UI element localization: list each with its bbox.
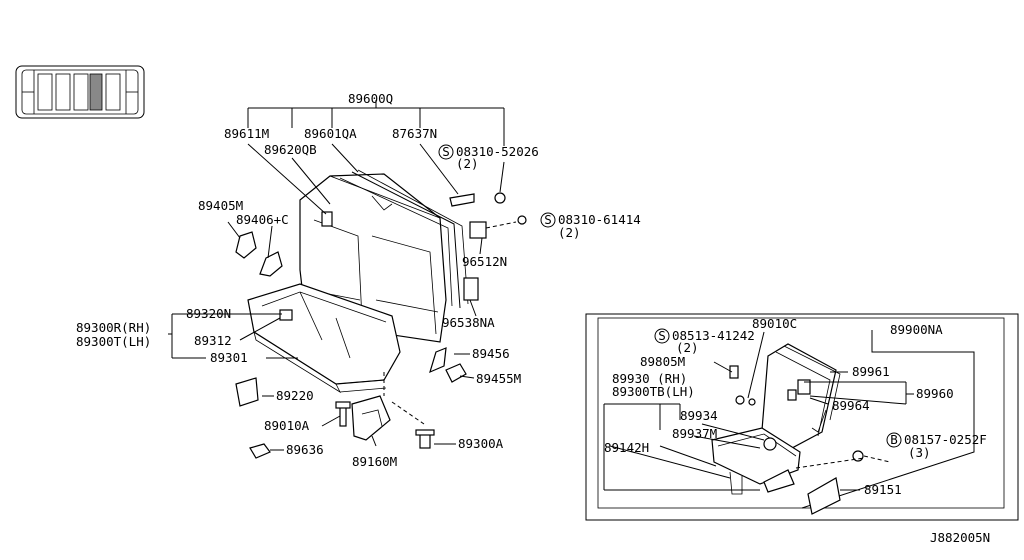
label-89300a: 89300A: [458, 436, 504, 451]
label-89456: 89456: [472, 346, 510, 361]
label-89160m: 89160M: [352, 454, 397, 469]
label-08157-0252f-qty: (3): [908, 445, 931, 460]
label-89010a: 89010A: [264, 418, 310, 433]
label-89300r: 89300R(RH): [76, 320, 151, 335]
symbol-s-2: S: [544, 212, 552, 227]
label-89601qa: 89601QA: [304, 126, 357, 141]
label-08513-41242-qty: (2): [676, 340, 699, 355]
drawing-code: J882005N: [930, 530, 990, 545]
part-labels: 89600Q 89611M 89620QB 89601QA 87637N 083…: [76, 91, 990, 545]
bench-seat-assembly: [235, 100, 527, 459]
label-89620qb: 89620QB: [264, 142, 317, 157]
label-08157-0252f: 08157-0252F: [904, 432, 987, 447]
label-89312: 89312: [194, 333, 232, 348]
label-08310-61414-qty: (2): [558, 225, 581, 240]
label-89406c: 89406+C: [236, 212, 289, 227]
label-89405m: 89405M: [198, 198, 243, 213]
label-89934: 89934: [680, 408, 718, 423]
label-89142h: 89142H: [604, 440, 649, 455]
label-08513-41242: 08513-41242: [672, 328, 755, 343]
label-87637n: 87637N: [392, 126, 437, 141]
label-08310-52026: 08310-52026: [456, 144, 539, 159]
label-89611m: 89611M: [224, 126, 269, 141]
label-89300tb: 89300TB(LH): [612, 384, 695, 399]
label-89900na: 89900NA: [890, 322, 943, 337]
inset-single-seat: [585, 313, 1019, 521]
label-89805m: 89805M: [640, 354, 685, 369]
leader-lines-main: [168, 143, 505, 451]
vehicle-locator-icon: [15, 65, 145, 119]
label-89300t: 89300T(LH): [76, 334, 151, 349]
label-89010c: 89010C: [752, 316, 797, 331]
label-96512n: 96512N: [462, 254, 507, 269]
symbol-s-3: S: [658, 328, 666, 343]
label-89930: 89930 (RH): [612, 371, 687, 386]
label-89151: 89151: [864, 482, 902, 497]
label-89455m: 89455M: [476, 371, 521, 386]
label-89320n: 89320N: [186, 306, 231, 321]
symbol-b-1: B: [890, 432, 898, 447]
label-89964: 89964: [832, 398, 870, 413]
label-08310-52026-qty: (2): [456, 156, 479, 171]
label-89960: 89960: [916, 386, 954, 401]
label-89636: 89636: [286, 442, 324, 457]
label-96538na: 96538NA: [442, 315, 495, 330]
label-89600q: 89600Q: [348, 91, 393, 106]
label-89937m: 89937M: [672, 426, 717, 441]
label-89301: 89301: [210, 350, 248, 365]
symbol-s-1: S: [442, 144, 450, 159]
label-89961: 89961: [852, 364, 890, 379]
label-08310-61414: 08310-61414: [558, 212, 641, 227]
circled-symbols: S S S B: [438, 144, 902, 448]
label-89220: 89220: [276, 388, 314, 403]
